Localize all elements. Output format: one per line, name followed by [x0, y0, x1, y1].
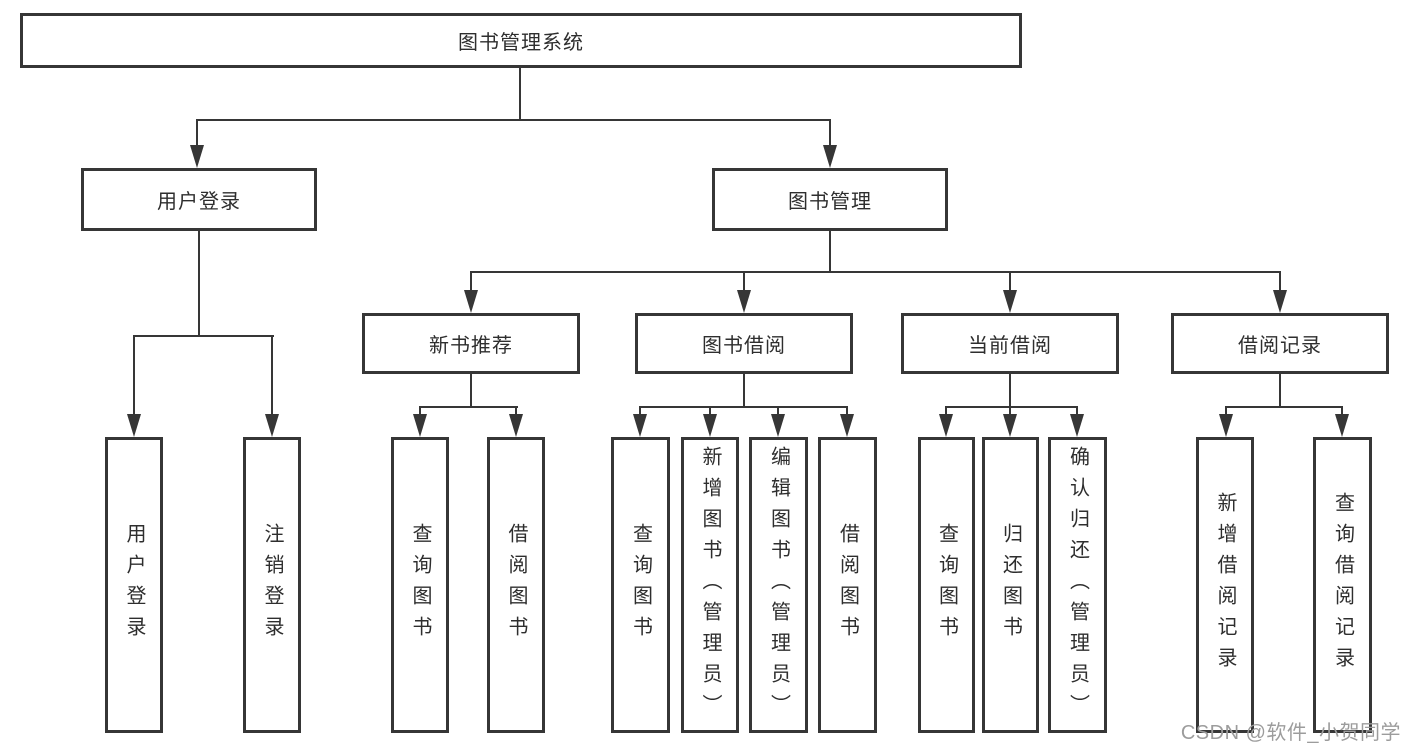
edge-root-to-user-login: [196, 119, 198, 148]
watermark: CSDN @软件_小贺同学: [1180, 722, 1401, 744]
node-book-borrow: 图书借阅: [635, 313, 853, 374]
arrowhead-down-icon: [509, 414, 523, 437]
leaf-borrow-query-books: 查询图书: [611, 437, 670, 733]
edge-book-mgmt-trunk: [829, 231, 831, 271]
edge-to-cb-query: [945, 406, 947, 418]
arrowhead-down-icon: [1219, 414, 1233, 437]
node-label: 新增图书（管理员）: [699, 445, 721, 725]
arrowhead-down-icon: [1003, 414, 1017, 437]
node-label: 查询借阅记录: [1331, 492, 1354, 678]
edge-borrow-records-bus: [1225, 406, 1343, 408]
node-label: 新书推荐: [429, 335, 513, 357]
arrowhead-down-icon: [633, 414, 647, 437]
arrowhead-down-icon: [703, 414, 717, 437]
node-user-login: 用户登录: [81, 168, 317, 231]
arrowhead-down-icon: [190, 145, 204, 168]
edge-new-book-rec-trunk: [470, 374, 472, 407]
node-label: 图书管理系统: [458, 32, 584, 54]
leaf-newbook-borrow-books: 借阅图书: [487, 437, 545, 733]
arrowhead-down-icon: [1003, 290, 1017, 313]
edge-new-book-rec-bus: [419, 406, 518, 408]
arrowhead-down-icon: [771, 414, 785, 437]
edge-to-nb-query: [419, 406, 421, 418]
leaf-current-confirm-return: 确认归还（管理员）: [1048, 437, 1107, 733]
edge-user-login-trunk: [198, 231, 200, 336]
edge-to-bb-add: [709, 406, 711, 418]
edge-current-borrow-bus: [945, 406, 1078, 408]
edge-to-cb-return: [1009, 406, 1011, 418]
edge-to-new-book-rec: [470, 271, 472, 293]
edge-borrow-records-trunk: [1279, 374, 1281, 407]
edge-book-borrow-bus: [639, 406, 848, 408]
node-label: 当前借阅: [968, 335, 1052, 357]
arrowhead-down-icon: [413, 414, 427, 437]
arrowhead-down-icon: [840, 414, 854, 437]
leaf-newbook-query-books: 查询图书: [391, 437, 449, 733]
leaf-user-login: 用户登录: [105, 437, 163, 733]
leaf-borrow-borrow-books: 借阅图书: [818, 437, 877, 733]
edge-to-bb-query: [639, 406, 641, 418]
leaf-borrow-add-books: 新增图书（管理员）: [681, 437, 739, 733]
edge-root-trunk: [519, 68, 521, 120]
edge-current-borrow-trunk: [1009, 374, 1011, 407]
leaf-logout: 注销登录: [243, 437, 301, 733]
node-borrow-records: 借阅记录: [1171, 313, 1389, 374]
node-label: 图书管理: [788, 191, 872, 213]
node-label: 借阅图书: [836, 523, 859, 647]
node-book-management: 图书管理: [712, 168, 948, 231]
node-label: 借阅记录: [1238, 335, 1322, 357]
arrowhead-down-icon: [127, 414, 141, 437]
node-root: 图书管理系统: [20, 13, 1022, 68]
node-label: 注销登录: [261, 523, 283, 647]
leaf-borrow-edit-books: 编辑图书（管理员）: [749, 437, 808, 733]
node-label: 新增借阅记录: [1214, 492, 1236, 678]
node-label: 图书借阅: [702, 335, 786, 357]
leaf-records-query-record: 查询借阅记录: [1313, 437, 1372, 733]
node-label: 借阅图书: [505, 523, 527, 647]
node-new-book-recommend: 新书推荐: [362, 313, 580, 374]
arrowhead-down-icon: [1273, 290, 1287, 313]
edge-root-to-book-mgmt: [829, 119, 831, 148]
edge-to-book-borrow: [743, 271, 745, 293]
edge-to-bb-borrow: [846, 406, 848, 418]
edge-root-bus: [197, 119, 831, 121]
node-label: 查询图书: [935, 523, 958, 647]
arrowhead-down-icon: [464, 290, 478, 313]
node-label: 查询图书: [629, 523, 652, 647]
edge-to-br-add: [1225, 406, 1227, 418]
edge-book-borrow-trunk: [743, 374, 745, 407]
node-label: 归还图书: [999, 523, 1022, 647]
edge-to-leaf-user-login: [133, 335, 135, 417]
node-label: 确认归还（管理员）: [1066, 445, 1089, 725]
arrowhead-down-icon: [1335, 414, 1349, 437]
edge-to-br-query: [1341, 406, 1343, 418]
edge-to-cb-confirm: [1076, 406, 1078, 418]
arrowhead-down-icon: [737, 290, 751, 313]
leaf-current-query-books: 查询图书: [918, 437, 975, 733]
node-label: 编辑图书（管理员）: [767, 445, 790, 725]
edge-to-borrow-records: [1279, 271, 1281, 293]
edge-book-mgmt-bus: [470, 271, 1281, 273]
node-current-borrow: 当前借阅: [901, 313, 1119, 374]
leaf-records-add-record: 新增借阅记录: [1196, 437, 1254, 733]
leaf-current-return-books: 归还图书: [982, 437, 1039, 733]
edge-to-current-borrow: [1009, 271, 1011, 293]
edge-user-login-bus: [133, 335, 274, 337]
arrowhead-down-icon: [939, 414, 953, 437]
arrowhead-down-icon: [823, 145, 837, 168]
arrowhead-down-icon: [265, 414, 279, 437]
node-label: 查询图书: [409, 523, 431, 647]
node-label: 用户登录: [157, 191, 241, 213]
edge-to-bb-edit: [777, 406, 779, 418]
node-label: 用户登录: [123, 523, 145, 647]
arrowhead-down-icon: [1070, 414, 1084, 437]
edge-to-nb-borrow: [515, 406, 517, 418]
edge-to-leaf-logout: [271, 335, 273, 417]
